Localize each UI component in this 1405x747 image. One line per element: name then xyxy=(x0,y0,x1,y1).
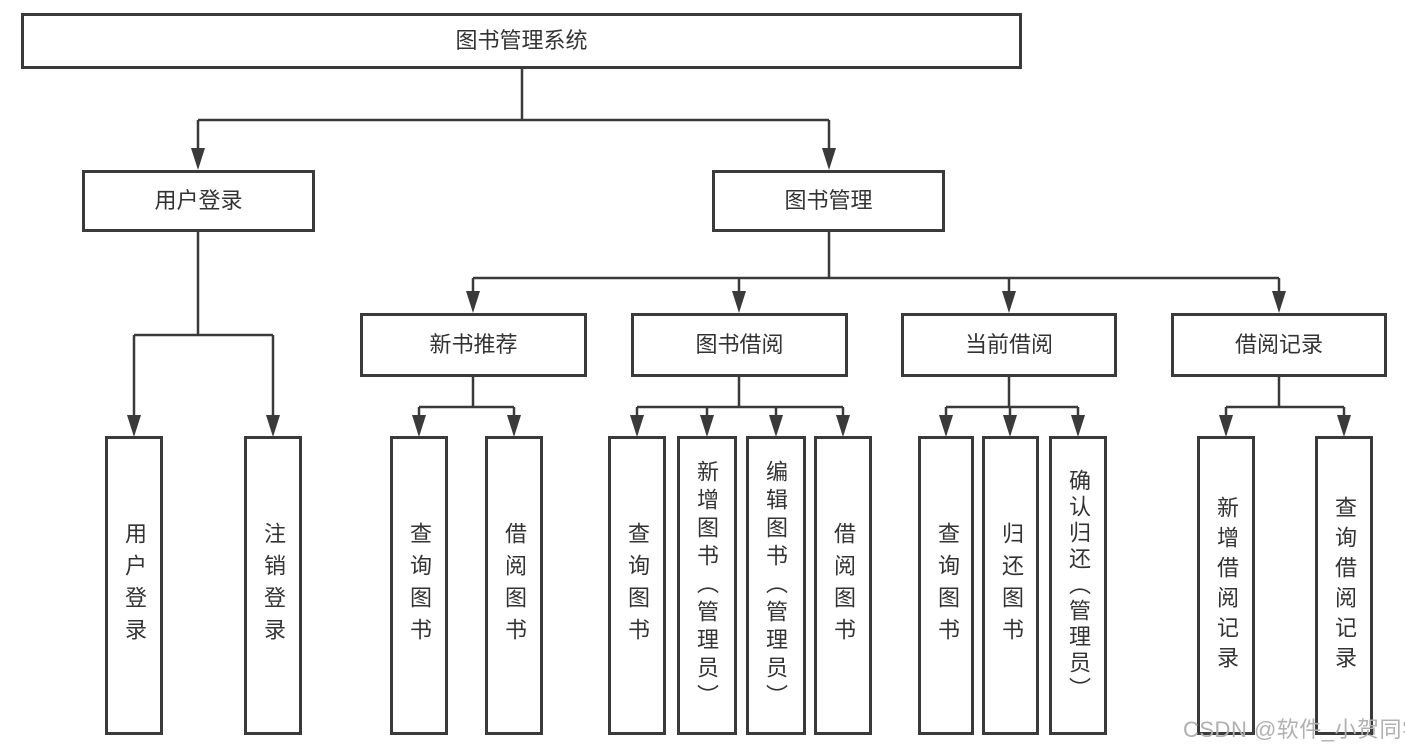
leaf-query-books: 查询图书 xyxy=(390,436,448,735)
node-user-login: 用户登录 xyxy=(82,170,315,232)
leaf-query-books: 查询图书 xyxy=(608,436,666,735)
node-borrowing-records: 借阅记录 xyxy=(1171,313,1387,377)
leaf-logout: 注销登录 xyxy=(244,436,302,735)
leaf-return-books: 归还图书 xyxy=(982,436,1039,735)
leaf-user-login: 用户登录 xyxy=(105,436,163,735)
leaf-query-books: 查询图书 xyxy=(918,436,974,735)
leaf-add-borrow-record: 新增借阅记录 xyxy=(1197,436,1255,735)
leaf-borrow-books: 借阅图书 xyxy=(814,436,872,735)
leaf-confirm-return-admin: 确认归还（管理员） xyxy=(1049,436,1107,735)
csdn-watermark: CSDN @软件_小贺同学 xyxy=(1183,717,1405,742)
leaf-add-book-admin: 新增图书（管理员） xyxy=(677,436,737,735)
node-current-borrowing: 当前借阅 xyxy=(901,313,1117,377)
node-new-book-recommendation: 新书推荐 xyxy=(360,313,587,377)
leaf-edit-book-admin: 编辑图书（管理员） xyxy=(746,436,806,735)
node-book-management: 图书管理 xyxy=(712,170,945,232)
node-library-management-system: 图书管理系统 xyxy=(21,13,1022,69)
leaf-borrow-books: 借阅图书 xyxy=(485,436,543,735)
node-book-borrowing: 图书借阅 xyxy=(631,313,848,377)
leaf-query-borrow-record: 查询借阅记录 xyxy=(1315,436,1373,735)
